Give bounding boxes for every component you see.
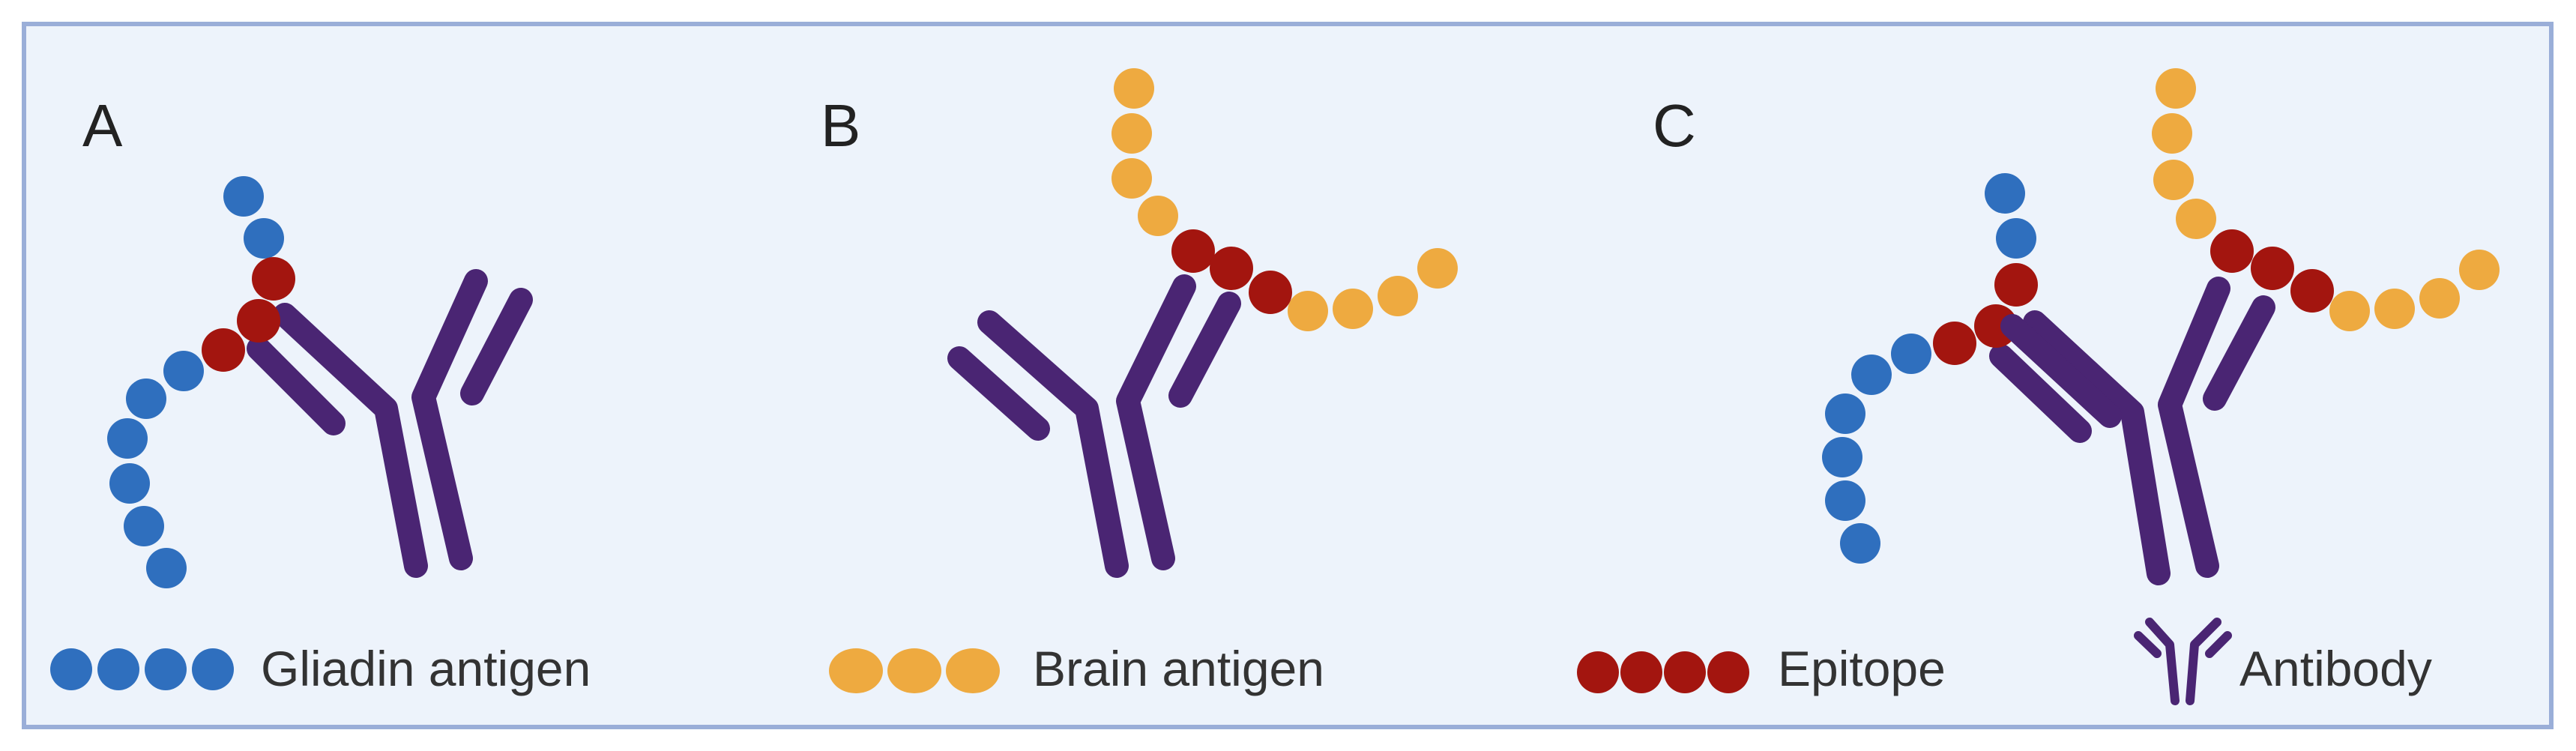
antibody-light-chain-right [1168,292,1241,408]
epitope-bead [1577,651,1619,693]
brain-bead [1114,68,1154,109]
gliadin-bead [244,218,284,259]
brain-bead [829,648,883,693]
gliadin-bead [163,351,204,391]
antibody-c-right [2000,314,2122,428]
legend: Gliadin antigen Brain antigen Epitope An… [50,618,2432,705]
epitope-bead [1664,651,1706,693]
brain-bead [946,648,1000,693]
antibody-c-left [1989,277,2275,585]
epitope-bead [1933,322,1976,365]
antibody-heavy-chain-left [2023,310,2171,585]
antibody-a [247,269,533,578]
gliadin-bead [50,648,92,690]
antibody-light-chain-right [2203,295,2275,411]
epitope-b [1171,229,1292,314]
antibody-icon-right-light [2205,631,2232,658]
antibody-light-chain-right [460,288,533,405]
legend-brain-label: Brain antigen [1033,641,1324,696]
gliadin-bead [1825,393,1865,434]
antibody-light-chain-left [247,337,346,435]
brain-bead [1378,276,1418,316]
brain-antigen-c [2152,68,2500,331]
legend-gliadin-label: Gliadin antigen [261,641,591,696]
gliadin-bead [1996,218,2036,259]
antibody-heavy-chain-left [2000,314,2122,428]
gliadin-bead [126,378,166,419]
epitope-bead [1994,263,2038,307]
gliadin-bead [107,418,148,459]
epitope-bead [1249,271,1292,314]
brain-bead [2329,291,2370,331]
brain-bead [1111,113,1152,154]
brain-bead [1288,291,1328,331]
gliadin-bead [223,176,264,217]
antibody-heavy-chain-right [1116,274,1196,570]
epitope-bead [1171,229,1215,273]
legend-antibody-label: Antibody [2239,641,2432,696]
antibody-light-chain-left [1989,344,2092,443]
legend-antibody-icon [2134,618,2232,705]
legend-epitope-swatch [1577,651,1749,693]
antibody-heavy-chain-left [977,310,1129,578]
antibody-icon-left-arm [2145,618,2180,705]
epitope-bead [2290,269,2334,313]
antibody-light-chain-left [947,346,1050,441]
brain-bead [2156,68,2196,109]
antibody-heavy-chain-right [411,269,488,570]
brain-bead [2419,278,2460,319]
epitope-bead [1210,247,1253,290]
panel-b [947,68,1458,578]
epitope-c-gliadin [1933,263,2038,365]
gliadin-bead [124,506,164,546]
epitope-bead [1620,651,1662,693]
gliadin-bead [1825,480,1865,521]
panel-label-b: B [821,92,860,159]
gliadin-antigen-a [107,176,284,588]
panel-label-c: C [1653,92,1696,159]
brain-bead [1333,289,1373,329]
brain-bead [2152,113,2192,154]
brain-antigen-b [1111,68,1458,331]
antibody-b [947,274,1241,578]
epitope-bead [1707,651,1749,693]
brain-bead [2153,160,2194,200]
antibody-heavy-chain-right [2158,277,2230,578]
antibody-icon-right-arm [2186,618,2221,705]
panel-c [1822,68,2500,585]
epitope-bead [2251,247,2294,290]
panel-label-a: A [82,92,123,159]
epitope-c-brain [2210,229,2334,313]
panel-a [107,176,533,588]
gliadin-bead [1851,355,1892,395]
gliadin-bead [1840,523,1880,564]
gliadin-bead [109,463,150,504]
brain-bead [1138,196,1178,236]
gliadin-bead [146,548,187,588]
epitope-bead [237,299,280,343]
gliadin-bead [145,648,187,690]
gliadin-antigen-c [1822,173,2036,564]
antibody-heavy-chain-left [273,303,428,578]
epitope-a [202,257,295,372]
epitope-bead [252,257,295,301]
brain-bead [1417,248,1458,289]
brain-bead [887,648,941,693]
legend-brain-swatch [829,648,1000,693]
legend-epitope-label: Epitope [1778,641,1946,696]
gliadin-bead [1891,334,1931,374]
brain-bead [2176,199,2216,239]
gliadin-bead [192,648,234,690]
brain-bead [2459,250,2500,290]
antibody-icon-left-light [2134,631,2162,658]
gliadin-bead [1822,437,1862,477]
epitope-bead [202,328,245,372]
gliadin-bead [1985,173,2025,214]
epitope-bead [2210,229,2254,273]
brain-bead [2374,289,2415,329]
brain-bead [1111,158,1152,199]
legend-gliadin-swatch [50,648,234,690]
gliadin-bead [97,648,139,690]
